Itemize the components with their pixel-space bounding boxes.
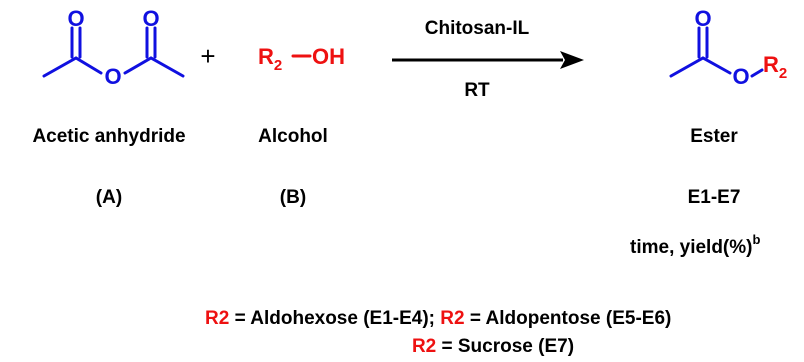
arrow-condition-catalyst: Chitosan-IL <box>425 18 530 39</box>
atom-o-carbonyl-2: O <box>142 6 159 31</box>
label-tag-b: (B) <box>280 187 306 208</box>
footer-line1-segment-2: R2 <box>440 308 464 329</box>
label-tag-a: (A) <box>96 187 122 208</box>
label-alcohol: Alcohol <box>258 126 328 147</box>
footer-line-2: R2 = Sucrose (E7) <box>412 336 574 357</box>
atom-o-bridge: O <box>104 64 121 89</box>
footer-line1-segment-1: = Aldohexose (E1-E4); <box>229 308 440 329</box>
footer-line2-segment-1: = Sucrose (E7) <box>436 336 574 357</box>
acetic-anhydride-structure: O O O <box>42 6 185 89</box>
alcohol-oh-label: OH <box>312 44 345 69</box>
alcohol-r2-label: R2 <box>258 44 282 74</box>
footer-line1-segment-3: = Aldopentose (E5-E6) <box>465 308 672 329</box>
label-time-yield: time, yield(%)b <box>630 232 760 258</box>
label-acetic-anhydride: Acetic anhydride <box>32 126 185 147</box>
reaction-arrow <box>392 51 584 69</box>
atom-o-carbonyl-1: O <box>67 6 84 31</box>
plus-sign: + <box>200 41 215 71</box>
ester-atom-o-carbonyl: O <box>694 6 711 31</box>
alcohol-structure: R2 OH <box>258 44 345 74</box>
footer-line2-segment-0: R2 <box>412 336 436 357</box>
ester-atom-o-ether: O <box>732 64 749 89</box>
ester-r2-label: R2 <box>763 52 787 82</box>
ester-structure: O O R2 <box>669 6 787 89</box>
footer-line-1: R2 = Aldohexose (E1-E4); R2 = Aldopentos… <box>205 308 671 329</box>
footer-line1-segment-0: R2 <box>205 308 229 329</box>
label-ester: Ester <box>690 126 738 147</box>
arrow-condition-temperature: RT <box>464 80 490 101</box>
label-tag-e1-e7: E1-E7 <box>688 187 741 208</box>
